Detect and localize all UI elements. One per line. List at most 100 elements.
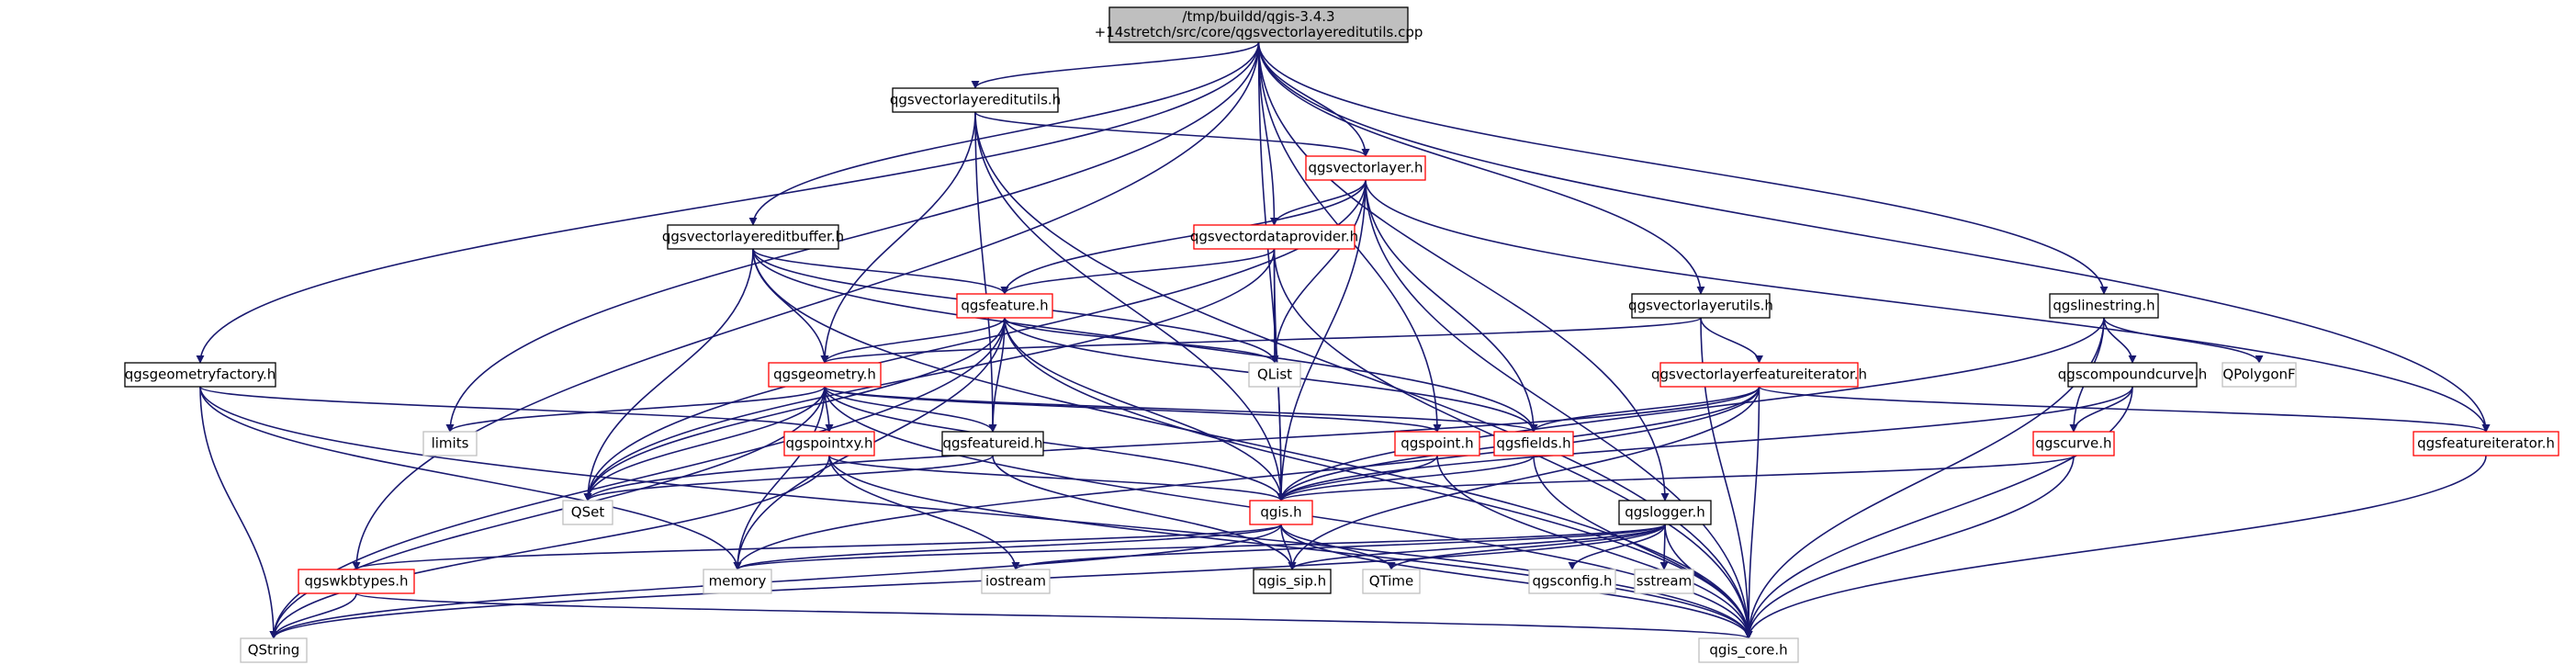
node-label: qgsconfig.h bbox=[1532, 573, 1612, 590]
edge-root-to-qgsvectorlayer_h bbox=[1257, 41, 1370, 157]
node-box bbox=[298, 569, 415, 594]
edge-qgsvectorlayer_h-to-qgsfeatureiterator_h bbox=[1365, 179, 2491, 433]
node-label: qgis.h bbox=[1260, 504, 1301, 521]
node-qgsvectorlayerfeatureiterator-h[interactable]: qgsvectorlayerfeatureiterator.h bbox=[1651, 362, 1867, 388]
node-qgsvectordataprovider-h[interactable]: qgsvectordataprovider.h bbox=[1190, 224, 1358, 250]
node-label: qgsfeatureiterator.h bbox=[2417, 435, 2555, 452]
node-box bbox=[1305, 155, 1426, 181]
node-box bbox=[2222, 362, 2297, 388]
edge-qgsvectorlayereditbuffer_h-to-QSet bbox=[583, 248, 754, 502]
edge-qgslinestring_h-to-qgis_h bbox=[1277, 317, 2105, 502]
edge-qgslogger_h-to-QTime bbox=[1387, 524, 1666, 570]
node-box bbox=[1698, 637, 1799, 663]
node-label: +14stretch/src/core/qgsvectorlayereditut… bbox=[1095, 24, 1423, 40]
edge-qgsgeometry_h-to-qgsfeatureid_h bbox=[824, 386, 997, 433]
node-box bbox=[2049, 293, 2159, 319]
edge-root-to-qgis_h bbox=[1257, 41, 1286, 502]
node-QString[interactable]: QString bbox=[240, 637, 308, 663]
edge-qgscompoundcurve_h-to-qgis_core_h bbox=[1744, 386, 2133, 639]
node-qgsvectorlayereditbuffer-h[interactable]: qgsvectorlayereditbuffer.h bbox=[662, 224, 844, 250]
node-qgsfeature-h[interactable]: qgsfeature.h bbox=[956, 293, 1053, 319]
node-box bbox=[1108, 6, 1409, 43]
node-box bbox=[956, 293, 1053, 319]
node-qgslinestring-h[interactable]: qgslinestring.h bbox=[2049, 293, 2159, 319]
node-qgsfeatureiterator-h[interactable]: qgsfeatureiterator.h bbox=[2413, 431, 2559, 456]
edge-qgsvectorlayerfeatureiterator_h-to-qgis_sip_h bbox=[1288, 386, 1760, 570]
edge-root-to-qgsvectorlayereditbuffer_h bbox=[748, 41, 1260, 226]
edge-qgsfeatureid_h-to-QSet bbox=[583, 455, 994, 502]
node-qgslogger-h[interactable]: qgslogger.h bbox=[1618, 500, 1712, 525]
edge-qgsfeature_h-to-qgsfeatureid_h bbox=[988, 317, 1006, 433]
node-qgis-sip-h[interactable]: qgis_sip.h bbox=[1253, 569, 1332, 594]
edge-qgslogger_h-to-memory bbox=[733, 524, 1666, 570]
edge-qgslinestring_h-to-qgscompoundcurve_h bbox=[2103, 317, 2137, 364]
node-label: qgis_sip.h bbox=[1258, 573, 1326, 591]
node-box bbox=[124, 362, 276, 388]
edge-qgis_h-to-QString bbox=[269, 524, 1282, 639]
node-qgis-core-h[interactable]: qgis_core.h bbox=[1698, 637, 1799, 663]
edge-qgslogger_h-to-QString bbox=[269, 524, 1666, 639]
node-qgsconfig-h[interactable]: qgsconfig.h bbox=[1528, 569, 1616, 594]
node-qgsvectorlayereditutils-h[interactable]: qgsvectorlayereditutils.h bbox=[890, 87, 1061, 113]
edge-qgsgeometry_h-to-QString bbox=[269, 386, 826, 639]
edge-qgsvectorlayereditutils_h-to-qgsvectorlayer_h bbox=[974, 111, 1370, 157]
node-limits[interactable]: limits bbox=[422, 431, 478, 456]
node-box bbox=[892, 87, 1059, 113]
edge-qgslogger_h-to-qgis_sip_h bbox=[1288, 524, 1666, 570]
node-box bbox=[768, 362, 882, 388]
edge-qgsfeature_h-to-QList bbox=[1004, 317, 1279, 364]
node-iostream[interactable]: iostream bbox=[981, 569, 1051, 594]
edge-qgis_h-to-qgswkbtypes_h bbox=[352, 524, 1282, 570]
edge-qgslogger_h-to-qgis_core_h bbox=[1664, 524, 1753, 639]
node-qgsfields-h[interactable]: qgsfields.h bbox=[1493, 431, 1574, 456]
node-sstream[interactable]: sstream bbox=[1634, 569, 1694, 594]
node-label: sstream bbox=[1637, 573, 1692, 590]
edge-qgsfeatureid_h-to-qgis_sip_h bbox=[992, 455, 1297, 570]
edge-qgsfeature_h-to-QSet bbox=[583, 317, 1006, 502]
node-box bbox=[1394, 431, 1480, 456]
edge-root-to-limits bbox=[445, 41, 1260, 433]
node-box bbox=[1362, 569, 1421, 594]
edge-qgswkbtypes_h-to-qgis_core_h bbox=[355, 592, 1752, 639]
node-qgswkbtypes-h[interactable]: qgswkbtypes.h bbox=[298, 569, 415, 594]
node-root[interactable]: /tmp/buildd/qgis-3.4.3+14stretch/src/cor… bbox=[1095, 6, 1423, 43]
edge-qgsfeature_h-to-qgsgeometry_h bbox=[820, 317, 1006, 364]
node-QSet[interactable]: QSet bbox=[562, 500, 613, 525]
edge-qgsgeometry_h-to-qgsfields_h bbox=[824, 386, 1538, 433]
edge-root-to-qgsfeatureiterator_h bbox=[1257, 41, 2491, 433]
node-qgis-h[interactable]: qgis.h bbox=[1249, 500, 1313, 525]
edge-qgswkbtypes_h-to-QString bbox=[269, 592, 357, 639]
edge-qgsvectordataprovider_h-to-qgsfeature_h bbox=[1000, 248, 1276, 295]
node-qgsgeometry-h[interactable]: qgsgeometry.h bbox=[768, 362, 882, 388]
edge-qgsfeature_h-to-qgis_core_h bbox=[1004, 317, 1753, 639]
node-qgspoint-h[interactable]: qgspoint.h bbox=[1394, 431, 1480, 456]
node-qgsvectorlayerutils-h[interactable]: qgsvectorlayerutils.h bbox=[1628, 293, 1773, 319]
edge-qgsvectorlayereditutils_h-to-qgis_h bbox=[974, 111, 1286, 502]
node-QPolygonF[interactable]: QPolygonF bbox=[2222, 362, 2297, 388]
node-box bbox=[667, 224, 839, 250]
edge-qgsvectorlayereditutils_h-to-qgsfeatureid_h bbox=[974, 111, 997, 433]
node-QTime[interactable]: QTime bbox=[1362, 569, 1421, 594]
node-box bbox=[981, 569, 1051, 594]
node-memory[interactable]: memory bbox=[703, 569, 772, 594]
node-qgsfeatureid-h[interactable]: qgsfeatureid.h bbox=[941, 431, 1044, 456]
node-box bbox=[240, 637, 308, 663]
node-label: qgsvectorlayereditbuffer.h bbox=[662, 229, 844, 245]
edge-qgsvectorlayerutils_h-to-qgsgeometry_h bbox=[820, 317, 1702, 364]
edge-qgsgeometryfactory_h-to-qgspointxy_h bbox=[199, 386, 834, 433]
edge-qgsgeometry_h-to-qgis_h bbox=[824, 386, 1286, 502]
edge-qgsgeometry_h-to-limits bbox=[445, 386, 826, 433]
node-qgscurve-h[interactable]: qgscurve.h bbox=[2032, 431, 2115, 456]
node-label: qgscompoundcurve.h bbox=[2058, 366, 2207, 383]
edge-qgspointxy_h-to-iostream bbox=[828, 455, 1020, 570]
edge-qgsvectordataprovider_h-to-QSet bbox=[583, 248, 1276, 502]
node-qgscompoundcurve-h[interactable]: qgscompoundcurve.h bbox=[2058, 362, 2207, 388]
node-qgsgeometryfactory-h[interactable]: qgsgeometryfactory.h bbox=[124, 362, 276, 388]
node-box bbox=[1631, 293, 1771, 319]
edge-qgscompoundcurve_h-to-qgscurve_h bbox=[2069, 386, 2133, 433]
node-qgsvectorlayer-h[interactable]: qgsvectorlayer.h bbox=[1305, 155, 1426, 181]
node-QList[interactable]: QList bbox=[1248, 362, 1301, 388]
node-qgspointxy-h[interactable]: qgspointxy.h bbox=[783, 431, 875, 456]
node-label: memory bbox=[709, 573, 767, 590]
